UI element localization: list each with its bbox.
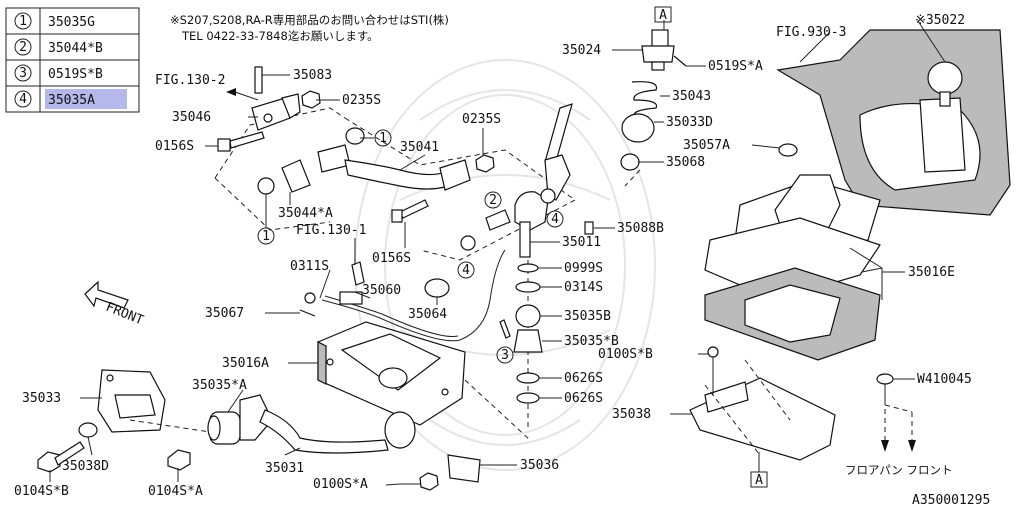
part-label[interactable]: 0104S*A bbox=[148, 484, 203, 499]
part-label[interactable]: 35057A bbox=[683, 138, 730, 153]
part-label[interactable]: 35083 bbox=[293, 68, 332, 83]
part-label[interactable]: 35033D bbox=[666, 115, 713, 130]
part-label[interactable]: 35035*A bbox=[192, 378, 247, 393]
part-label[interactable]: 35088B bbox=[617, 221, 664, 236]
fig-ref-130-2[interactable]: FIG.130-2 bbox=[155, 73, 225, 88]
base-plate bbox=[317, 321, 531, 441]
part-label[interactable]: 35011 bbox=[562, 235, 601, 250]
part-label[interactable]: 0100S*A bbox=[313, 477, 368, 492]
part-label[interactable]: 0519S*A bbox=[708, 59, 763, 74]
part-label[interactable]: W410045 bbox=[917, 372, 972, 387]
part-label[interactable]: 35044*A bbox=[278, 206, 333, 221]
legend-num: 4 bbox=[19, 92, 27, 107]
legend-highlight bbox=[45, 89, 127, 109]
lower-rod bbox=[207, 394, 481, 491]
fig-ref-130-1[interactable]: FIG.130-1 bbox=[296, 223, 366, 238]
part-label[interactable]: 0314S bbox=[564, 280, 603, 295]
part-label[interactable]: 0311S bbox=[290, 259, 329, 274]
part-label[interactable]: 35035*B bbox=[564, 334, 619, 349]
callout-4: 4 bbox=[551, 212, 559, 227]
part-label[interactable]: 35016E bbox=[908, 265, 955, 280]
part-label[interactable]: 0100S*B bbox=[598, 347, 653, 362]
part-label[interactable]: 0156S bbox=[155, 139, 194, 154]
part-label[interactable]: 35024 bbox=[562, 43, 601, 58]
callout-4: 4 bbox=[462, 263, 470, 278]
part-label[interactable]: 35038D bbox=[62, 459, 109, 474]
part-label[interactable]: 35046 bbox=[172, 110, 211, 125]
part-label[interactable]: 35038 bbox=[612, 407, 651, 422]
legend-table: 1 2 3 4 35035G 35044*B 0519S*B 35035A bbox=[5, 7, 140, 113]
part-label[interactable]: 35033 bbox=[22, 391, 61, 406]
part-label[interactable]: 35060 bbox=[362, 283, 401, 298]
callout-1: 1 bbox=[379, 131, 387, 146]
callout-2: 2 bbox=[489, 193, 497, 208]
legend-code[interactable]: 35035G bbox=[48, 15, 95, 30]
front-arrow-icon bbox=[84, 280, 129, 309]
shift-lever bbox=[514, 103, 594, 258]
callout-3: 3 bbox=[501, 348, 509, 363]
linkage-assembly bbox=[214, 66, 576, 261]
fig-ref-930-3[interactable]: FIG.930-3 bbox=[776, 25, 846, 40]
legend-num: 3 bbox=[19, 66, 27, 81]
part-label[interactable]: 0156S bbox=[372, 251, 411, 266]
header-note-line2: TEL 0422-33-7848迄お願いします。 bbox=[181, 29, 379, 43]
part-labels: FIG.130-2 35083 35046 0235S 0156S 35041 … bbox=[14, 13, 990, 508]
part-label[interactable]: 0235S bbox=[462, 112, 501, 127]
lower-bracket bbox=[37, 369, 211, 473]
diagram-id: A350001295 bbox=[912, 493, 990, 508]
part-label[interactable]: 35041 bbox=[400, 140, 439, 155]
legend-code[interactable]: 0519S*B bbox=[48, 67, 103, 82]
legend-code-selected[interactable]: 35035A bbox=[48, 93, 95, 108]
part-label[interactable]: 35016A bbox=[222, 356, 269, 371]
callout-a-bottom: A bbox=[755, 473, 763, 488]
part-label[interactable]: 35067 bbox=[205, 306, 244, 321]
part-label[interactable]: 0626S bbox=[564, 371, 603, 386]
legend-num: 2 bbox=[19, 40, 27, 55]
part-label[interactable]: 35064 bbox=[408, 307, 447, 322]
part-label[interactable]: 0999S bbox=[564, 261, 603, 276]
part-label[interactable]: 0104S*B bbox=[14, 484, 69, 499]
callout-1: 1 bbox=[262, 229, 270, 244]
center-stack bbox=[499, 260, 543, 430]
callout-badges: A A 1 1 2 4 4 3 bbox=[257, 6, 768, 488]
console-and-boot bbox=[704, 29, 1011, 361]
part-label[interactable]: 35043 bbox=[672, 89, 711, 104]
header-note-line1: ※S207,S208,RA-R専用部品のお問い合わせはSTI(株) bbox=[170, 13, 449, 27]
part-label[interactable]: 0626S bbox=[564, 391, 603, 406]
part-label[interactable]: 35036 bbox=[520, 458, 559, 473]
part-label[interactable]: 35068 bbox=[666, 155, 705, 170]
cable-assembly bbox=[299, 249, 506, 342]
part-label[interactable]: 35031 bbox=[265, 461, 304, 476]
callout-a-top: A bbox=[659, 8, 667, 23]
part-label[interactable]: 35035B bbox=[564, 309, 611, 324]
part-label[interactable]: 0235S bbox=[342, 93, 381, 108]
part-label[interactable]: ※35022 bbox=[915, 13, 965, 28]
legend-num: 1 bbox=[19, 14, 27, 29]
leader-lines bbox=[49, 20, 946, 486]
upper-valve-stack bbox=[620, 29, 687, 187]
legend-code[interactable]: 35044*B bbox=[48, 41, 103, 56]
lower-right-bracket bbox=[689, 346, 916, 461]
floor-front-label: フロアパン フロント bbox=[845, 463, 953, 477]
